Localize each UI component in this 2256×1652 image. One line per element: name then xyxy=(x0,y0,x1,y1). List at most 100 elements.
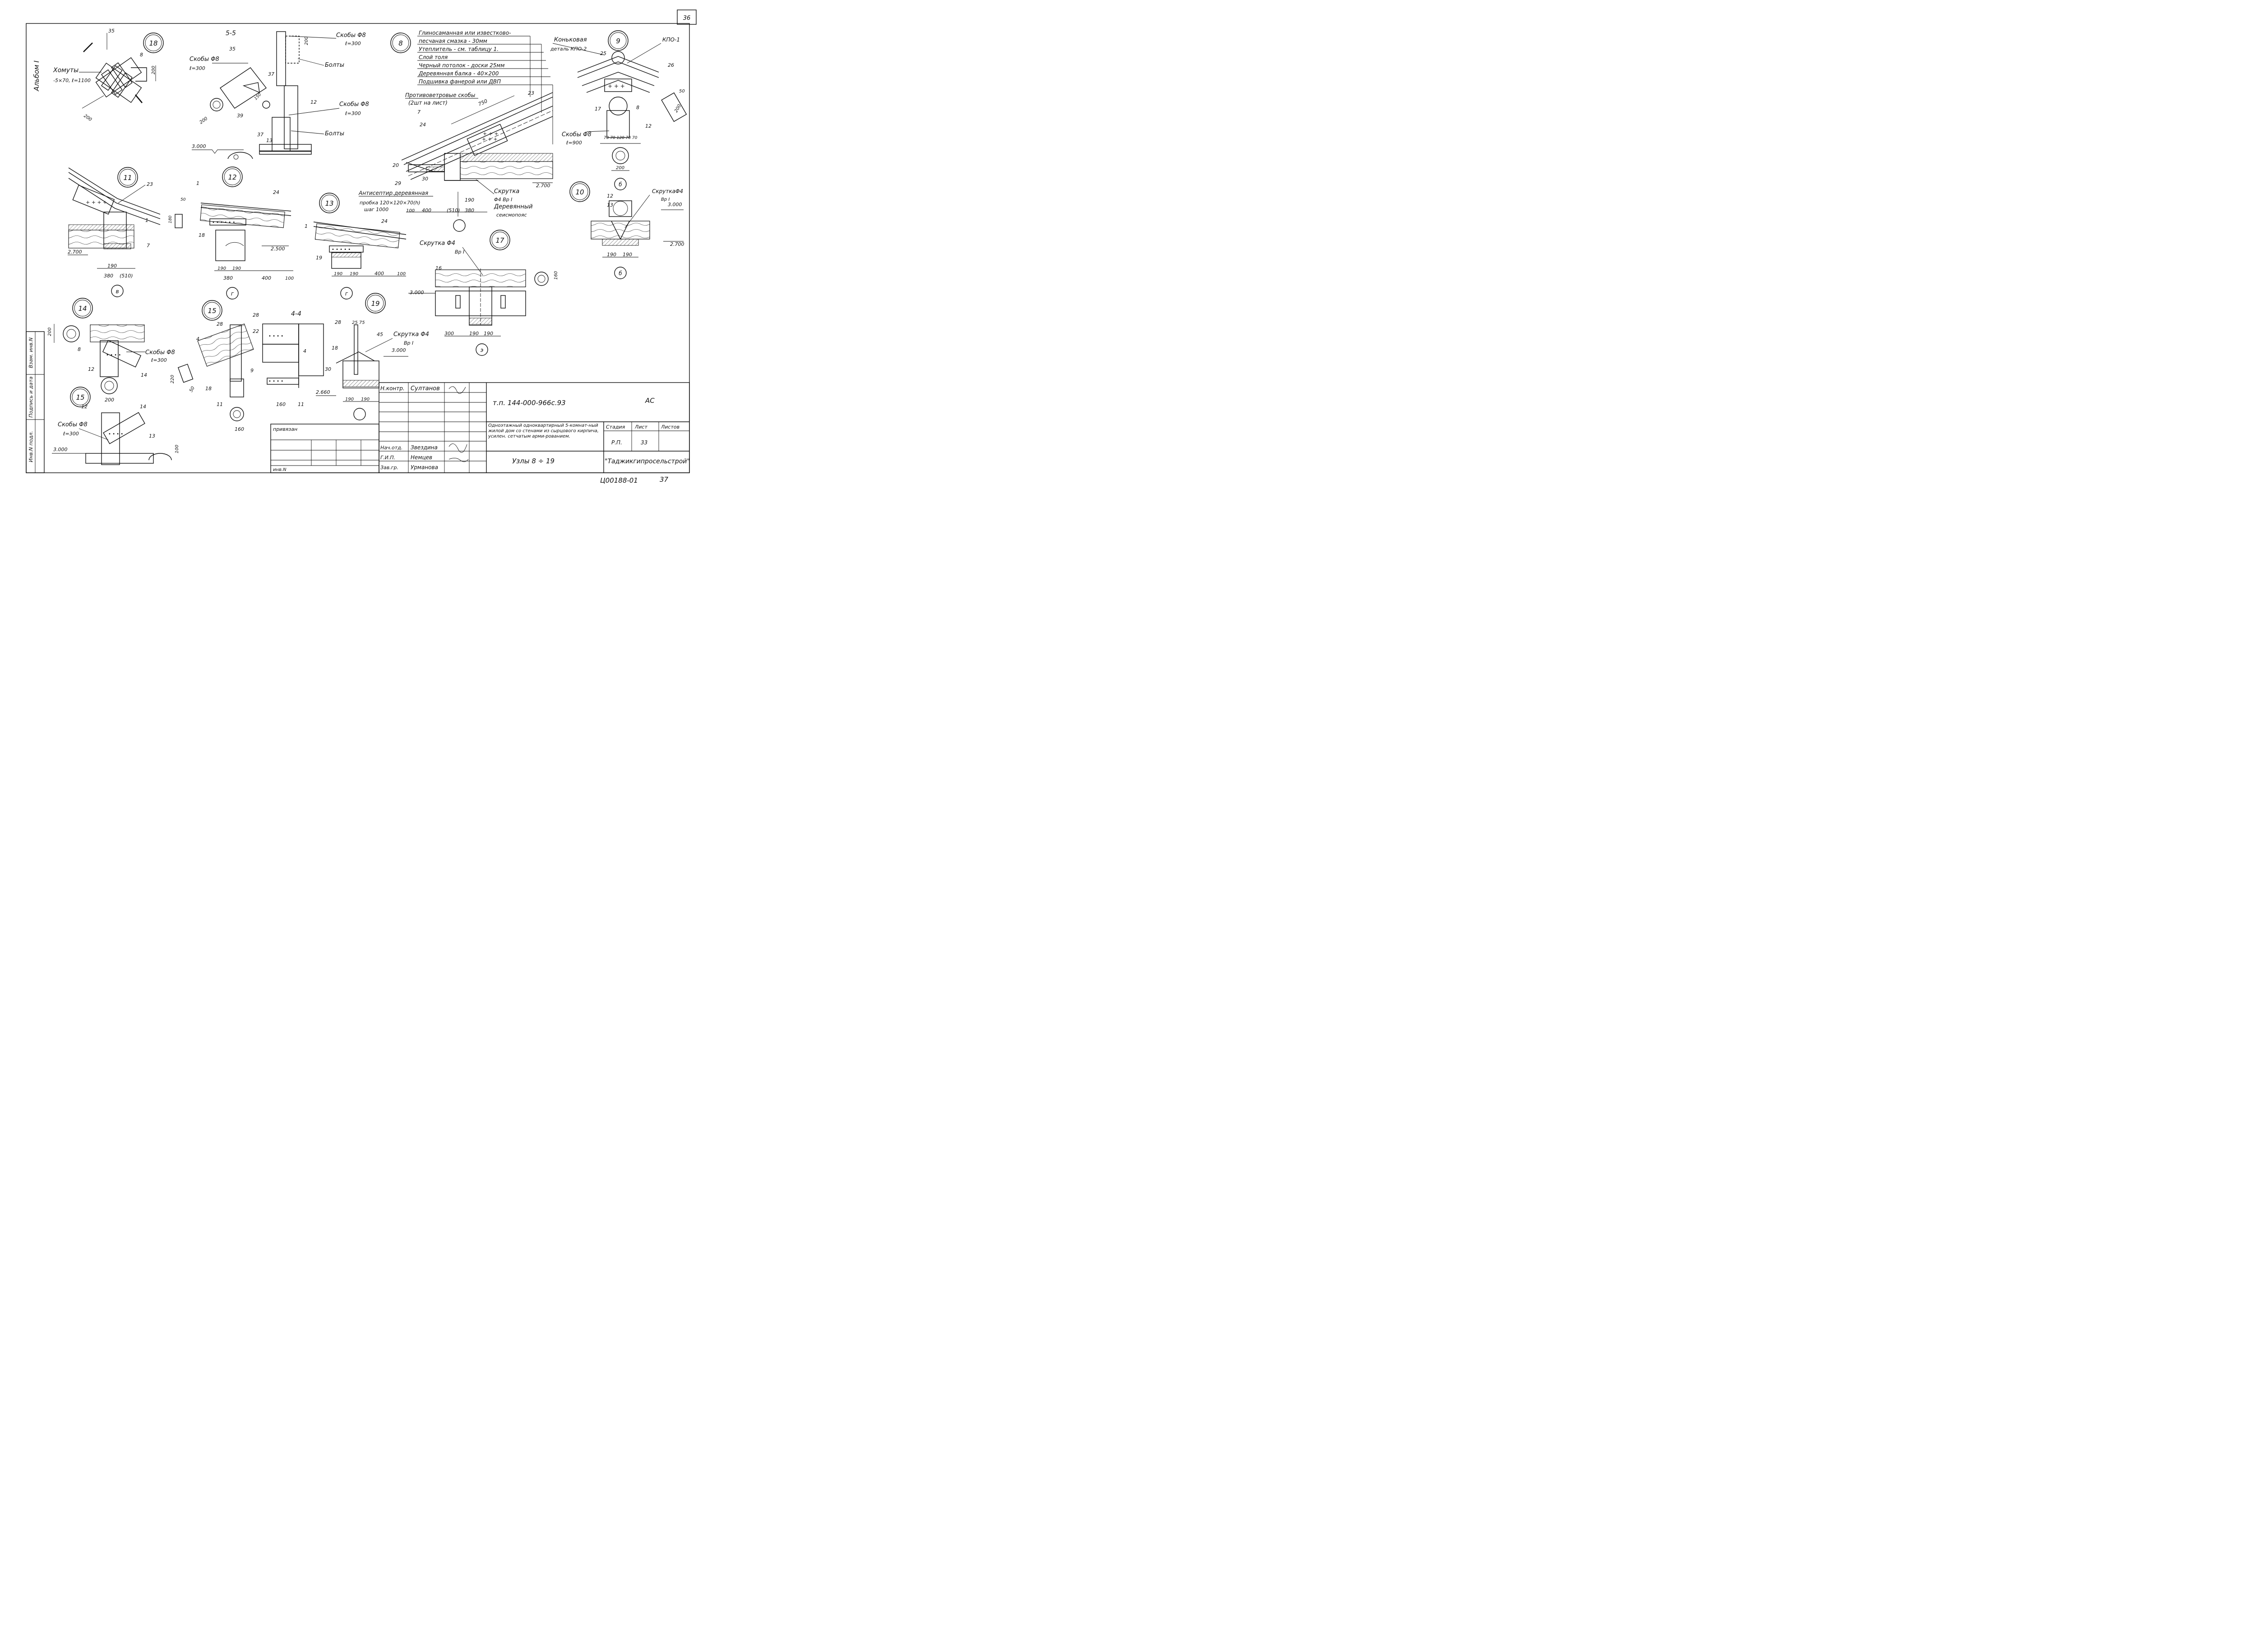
svg-text:50: 50 xyxy=(180,198,186,202)
svg-text:20: 20 xyxy=(393,162,399,168)
svg-text:ℓ=300: ℓ=300 xyxy=(345,111,361,116)
svg-text:б: б xyxy=(619,270,622,277)
svg-text:24: 24 xyxy=(273,189,279,195)
svg-text:12: 12 xyxy=(645,123,652,129)
svg-text:12: 12 xyxy=(81,404,88,410)
svg-text:100: 100 xyxy=(285,276,294,281)
svg-text:9: 9 xyxy=(250,368,254,374)
svg-text:30: 30 xyxy=(422,176,428,182)
svg-text:+ + +: + + + xyxy=(608,83,625,89)
svg-text:24: 24 xyxy=(420,122,426,128)
svg-text:2.660: 2.660 xyxy=(316,389,330,395)
svg-text:+ + +: + + + xyxy=(483,131,499,137)
svg-text:2.700: 2.700 xyxy=(670,241,684,247)
svg-text:28: 28 xyxy=(217,321,223,327)
svg-text:3.000: 3.000 xyxy=(668,202,682,208)
doc-code: т.п. 144-000-966с.93 xyxy=(493,399,566,407)
side-podpis: Подпись и дата xyxy=(28,376,34,417)
svg-text:б: б xyxy=(619,181,622,188)
svg-text:ℓ=300: ℓ=300 xyxy=(189,65,205,71)
svg-text:13: 13 xyxy=(607,202,613,208)
svg-text:Зав.гр.: Зав.гр. xyxy=(380,465,398,471)
svg-text:25: 25 xyxy=(600,51,606,56)
svg-text:СкруткаΦ4: СкруткаΦ4 xyxy=(652,188,683,194)
node-18: 18 200 35 8 Хомуты -5×70, ℓ=1100 200 xyxy=(53,28,164,122)
svg-text:200: 200 xyxy=(304,37,309,45)
svg-text:Султанов: Султанов xyxy=(411,385,440,392)
node-11-label: 11 xyxy=(123,174,132,182)
svg-text:Противоветровые скобы: Противоветровые скобы xyxy=(405,92,475,98)
section-4-4-label: 4-4 xyxy=(291,310,301,318)
node-11: 11 + + + + 23 1 7 2.700 190 380 (510) в xyxy=(68,167,161,297)
svg-text:1: 1 xyxy=(305,223,308,229)
svg-text:Деревянная балка - 40×200: Деревянная балка - 40×200 xyxy=(418,70,499,77)
svg-text:380: 380 xyxy=(223,275,233,281)
svg-text:190: 190 xyxy=(350,272,358,277)
svg-text:14: 14 xyxy=(141,372,147,378)
node-13: 13 • • • • • 1 24 19 190 190 400 100 г xyxy=(305,193,407,300)
svg-text:8: 8 xyxy=(636,105,639,111)
svg-text:190: 190 xyxy=(607,252,616,258)
svg-text:ℓ=300: ℓ=300 xyxy=(151,357,167,363)
svg-text:11: 11 xyxy=(298,401,304,407)
svg-text:380: 380 xyxy=(104,273,113,279)
node-14-label: 14 xyxy=(78,305,87,313)
svg-text:• • • • • •: • • • • • • xyxy=(212,220,235,225)
svg-text:200: 200 xyxy=(616,166,624,171)
svg-text:Скобы Φ8: Скобы Φ8 xyxy=(58,421,88,428)
svg-text:190: 190 xyxy=(484,331,493,337)
svg-text:30: 30 xyxy=(325,366,331,372)
svg-text:сеисмопояс: сеисмопояс xyxy=(496,212,527,218)
svg-text:19: 19 xyxy=(316,255,322,261)
svg-text:35: 35 xyxy=(108,28,115,34)
svg-text:Нач.отд.: Нач.отд. xyxy=(380,445,402,451)
svg-text:шаг 1000: шаг 1000 xyxy=(364,207,388,212)
svg-text:190: 190 xyxy=(232,266,241,271)
svg-text:400: 400 xyxy=(422,208,431,213)
svg-text:Φ4 Вр I: Φ4 Вр I xyxy=(494,197,512,203)
svg-text:Черный потолок - доски 25мм: Черный потолок - доски 25мм xyxy=(419,62,504,69)
node-17: 17 Скрутка Φ4 Вр I 16 160 3.000 300 190 … xyxy=(408,230,559,356)
svg-text:12: 12 xyxy=(88,366,94,372)
svg-text:г: г xyxy=(345,291,348,297)
drawing-sheet: 36 Альбом I Инв.N подл. Подпись и дата В… xyxy=(26,9,697,485)
svg-text:Болты: Болты xyxy=(325,130,344,137)
svg-text:Скрутка: Скрутка xyxy=(494,188,519,195)
layers-legend: Глиносаманная или известково- песчаная с… xyxy=(417,30,553,144)
svg-text:11: 11 xyxy=(217,401,223,407)
svg-text:Листов: Листов xyxy=(661,424,680,430)
svg-text:1: 1 xyxy=(145,217,148,223)
section-4-4: 4-4 • • • •• • • • 28 4 18 160 11 xyxy=(253,310,338,407)
svg-text:18: 18 xyxy=(199,232,205,238)
svg-text:220: 220 xyxy=(170,375,175,383)
signature-1 xyxy=(448,386,466,394)
svg-text:23: 23 xyxy=(528,90,534,96)
svg-text:Скобы Φ8: Скобы Φ8 xyxy=(145,349,175,356)
svg-text:150: 150 xyxy=(254,92,262,101)
svg-text:12: 12 xyxy=(310,99,317,105)
svg-text:200: 200 xyxy=(151,66,156,74)
svg-text:в: в xyxy=(116,288,119,295)
node-15a-label: 15 xyxy=(208,307,216,315)
svg-text:Коньковая: Коньковая xyxy=(554,37,587,43)
svg-text:3.000: 3.000 xyxy=(392,347,406,353)
svg-text:200: 200 xyxy=(83,113,92,122)
svg-text:Узлы 8 ÷ 19: Узлы 8 ÷ 19 xyxy=(512,457,555,465)
svg-text:песчаная смазка - 30мм: песчаная смазка - 30мм xyxy=(419,38,487,44)
svg-text:29: 29 xyxy=(395,180,401,186)
svg-text:33: 33 xyxy=(641,439,647,446)
node-12: 12 • • • • • • 1 24 18 50 180 2.500 190 … xyxy=(168,166,294,300)
svg-text:7: 7 xyxy=(417,109,421,115)
svg-text:• • • •: • • • • xyxy=(106,353,121,358)
svg-text:7: 7 xyxy=(147,243,150,249)
svg-text:Вр I: Вр I xyxy=(404,340,413,346)
node-17-label: 17 xyxy=(495,236,504,245)
homuty-label: Хомуты xyxy=(53,67,79,74)
svg-text:пробка 120×120×70(h): пробка 120×120×70(h) xyxy=(360,200,421,206)
svg-text:г: г xyxy=(231,291,234,297)
svg-text:8: 8 xyxy=(78,346,81,352)
svg-text:ℓ=300: ℓ=300 xyxy=(63,431,79,437)
svg-text:инв.N: инв.N xyxy=(273,467,287,472)
svg-text:14: 14 xyxy=(140,404,146,410)
svg-text:деталь КПО-2: деталь КПО-2 xyxy=(550,46,587,52)
